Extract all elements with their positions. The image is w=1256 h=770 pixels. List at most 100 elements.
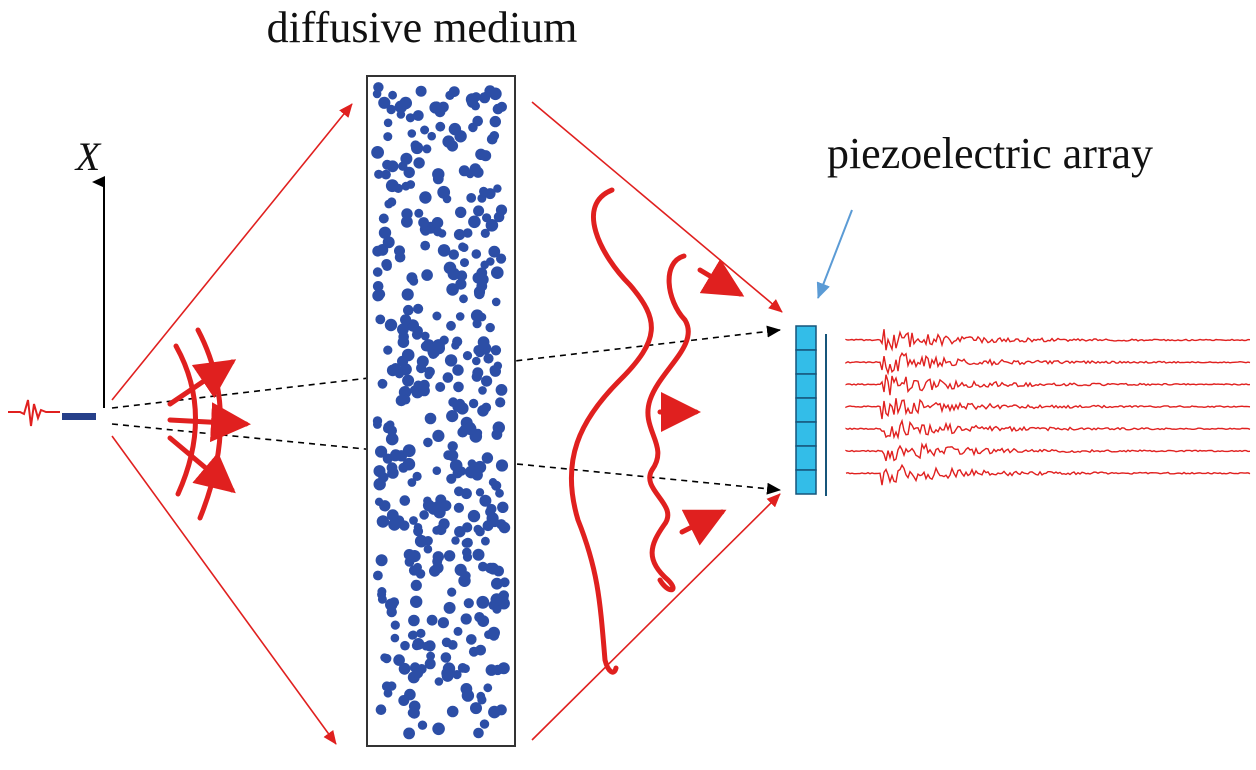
array-element: [795, 373, 817, 399]
scatterer-dot: [381, 681, 392, 692]
scatterer-dot: [432, 173, 444, 185]
scatterer-dot: [462, 351, 473, 361]
scatterer-dot: [448, 397, 459, 408]
scatterer-dot: [477, 193, 487, 203]
scatterer-dot: [387, 467, 399, 479]
scatterer-dot: [388, 90, 397, 100]
scatterer-dot: [458, 242, 467, 252]
scatterer-dot: [464, 465, 478, 479]
scatterer-dot: [454, 486, 464, 497]
scatterer-dot: [472, 367, 484, 379]
scatterer-dot: [412, 471, 422, 481]
scatterer-dot: [420, 240, 431, 251]
scatterer-dot: [403, 549, 415, 561]
scatterer-dot: [414, 208, 424, 218]
scatterer-dot: [481, 375, 493, 387]
outgoing-rays: [531, 101, 783, 741]
scatterer-dot: [387, 197, 397, 207]
scatterer-dot: [445, 90, 455, 100]
scatterer-dot: [486, 503, 497, 515]
scatterer-dot: [402, 374, 415, 387]
scatterer-dot: [455, 312, 465, 321]
scatterer-dot: [427, 131, 437, 141]
scatterer-dot: [429, 565, 441, 577]
incident-wavefronts: [167, 327, 251, 521]
array-element: [795, 469, 817, 495]
scatterer-dot: [432, 311, 442, 321]
scatterer-dot: [491, 577, 503, 590]
scatterer-dot: [375, 445, 388, 458]
scatterer-dot: [390, 633, 400, 643]
scatterer-dot: [467, 459, 477, 468]
scatterer-dot: [412, 638, 425, 650]
scatterer-dot: [407, 630, 417, 640]
array-element: [795, 421, 817, 447]
scatterer-dot: [398, 462, 409, 473]
scatterer-dot: [394, 369, 404, 379]
scatterer-dot: [479, 186, 489, 196]
scatterer-dot: [375, 314, 386, 325]
scatterer-dot: [467, 509, 481, 523]
scatterer-dot: [495, 704, 507, 716]
scatterer-dot: [444, 354, 458, 367]
scatterer-dot: [393, 654, 405, 666]
scatterer-dot: [443, 450, 454, 461]
array-element: [795, 397, 817, 423]
scatterer-dot: [462, 522, 473, 533]
scatterer-dot: [448, 122, 462, 136]
scatterer-dot: [413, 523, 423, 532]
scatterer-dot: [446, 283, 459, 296]
scatterer-dot: [420, 225, 431, 236]
scatterer-dot: [374, 169, 384, 179]
scatterer-dot: [460, 258, 469, 268]
scatterer-dot: [426, 614, 438, 626]
scatterer-dot: [490, 345, 502, 356]
scatterer-dot: [473, 727, 484, 739]
scatterer-dot: [412, 110, 424, 121]
transmitted-wavefronts: [568, 187, 745, 675]
scatterer-dot: [378, 213, 389, 224]
scatterer-dot: [492, 103, 504, 115]
scatterer-dot: [476, 595, 490, 609]
scatterer-dot: [442, 135, 455, 148]
array-element: [795, 325, 817, 351]
scatterer-particles: [371, 82, 511, 740]
scatterer-dot: [469, 163, 481, 175]
scatterer-dot: [406, 180, 416, 189]
array-element: [795, 445, 817, 471]
scatterer-dot: [398, 662, 411, 675]
scatterer-dot: [372, 281, 384, 292]
scatterer-dot: [374, 497, 384, 506]
scatterer-dot: [461, 664, 470, 673]
scatterer-dot: [496, 253, 507, 264]
scatterer-dot: [497, 501, 509, 513]
scatterer-dot: [457, 426, 469, 438]
scatterer-dot: [488, 630, 500, 641]
scatterer-dot: [482, 213, 492, 223]
scatterer-dot: [485, 219, 499, 232]
scatterer-dot: [399, 495, 411, 506]
scatterer-dot: [382, 653, 392, 664]
scatterer-dot: [409, 276, 419, 286]
scatterer-dot: [405, 113, 415, 123]
scatterer-dot: [383, 118, 393, 128]
scatterer-dot: [472, 115, 484, 127]
scatterer-dot: [371, 146, 384, 159]
scatterer-dot: [407, 708, 418, 718]
array-label: piezoelectric array: [827, 129, 1153, 178]
scatterer-dot: [455, 206, 467, 218]
scatterer-dot: [449, 459, 463, 472]
scatterer-dot: [466, 634, 477, 645]
scatterer-dot: [388, 518, 401, 531]
scatterer-dot: [431, 217, 444, 229]
signal-trace: [845, 352, 1251, 376]
signal-trace: [845, 374, 1251, 396]
scatterer-dot: [383, 345, 393, 355]
scatterer-dot: [385, 598, 398, 611]
transducer-source-icon: [8, 399, 96, 427]
incident-rays: [111, 103, 353, 745]
scatterer-dot: [474, 612, 485, 623]
scatterer-dot: [484, 85, 496, 97]
scatterer-dot: [400, 640, 410, 651]
